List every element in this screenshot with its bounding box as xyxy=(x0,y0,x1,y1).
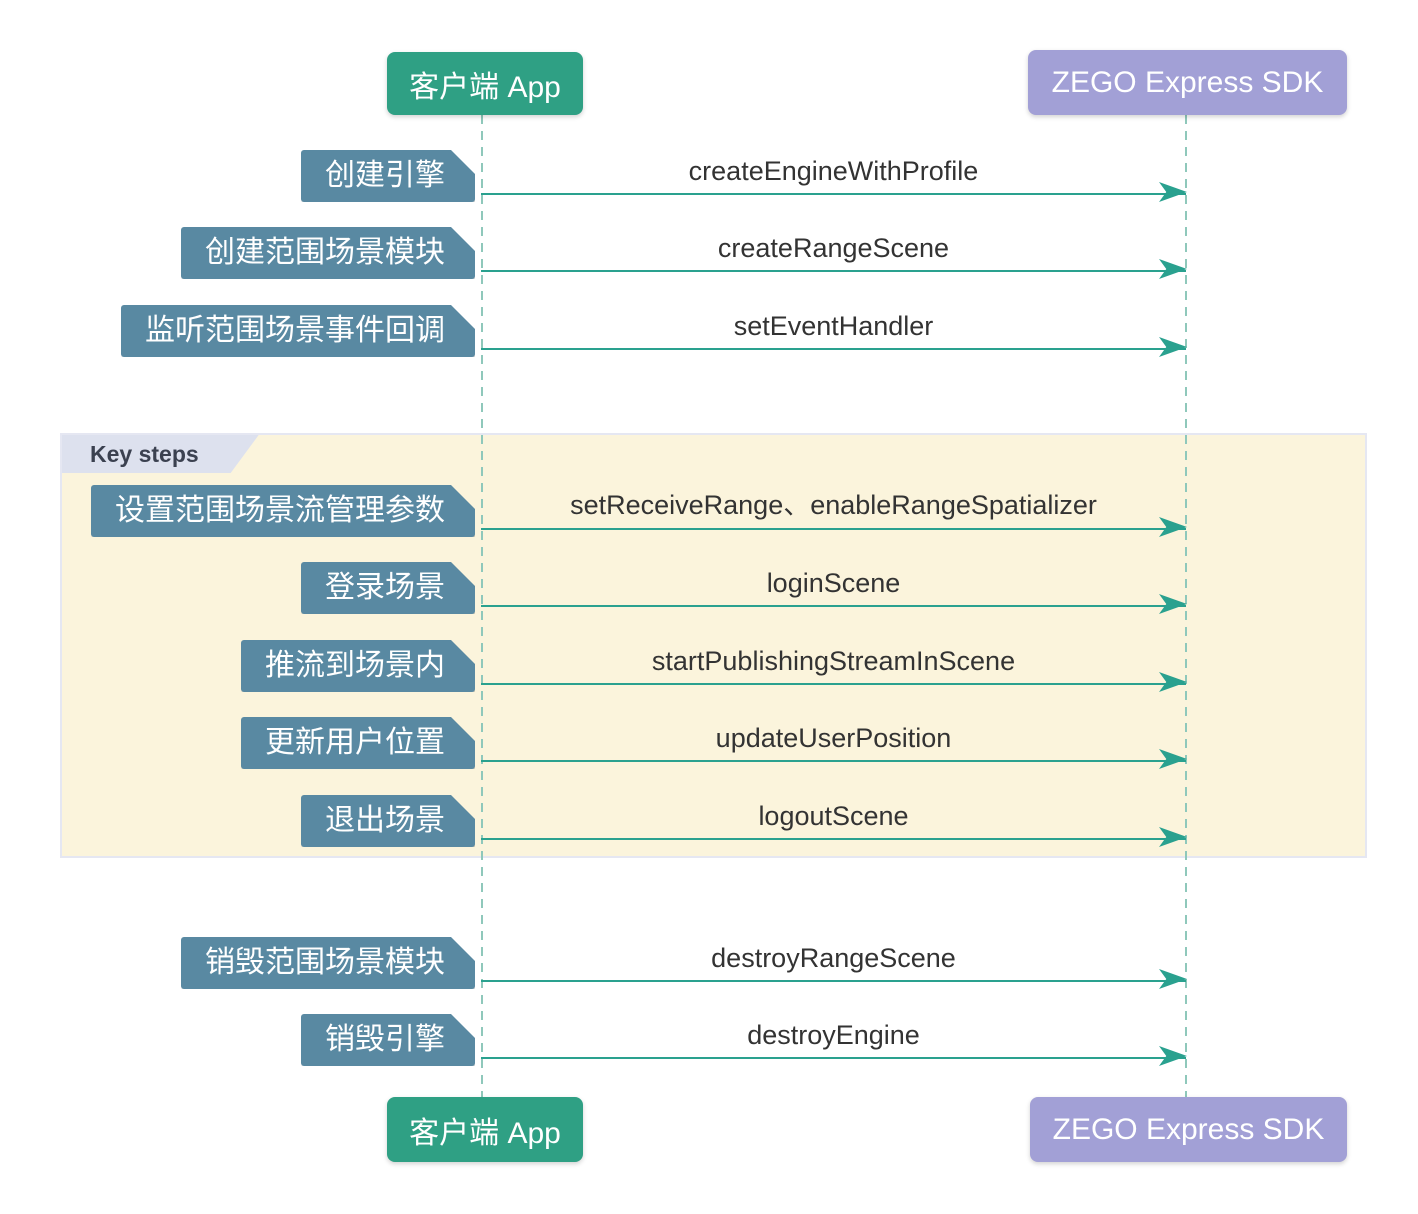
message-arrow: loginScene xyxy=(481,545,1187,614)
method-label: setReceiveRange、enableRangeSpatializer xyxy=(570,490,1097,520)
step-tag: 销毁范围场景模块 xyxy=(181,937,475,989)
method-label: createEngineWithProfile xyxy=(688,156,979,186)
method-label: updateUserPosition xyxy=(715,723,952,753)
method-label: createRangeScene xyxy=(717,233,950,263)
key-steps-label: Key steps xyxy=(62,435,259,473)
method-label: destroyRangeScene xyxy=(711,943,956,973)
step-tag: 设置范围场景流管理参数 xyxy=(91,485,475,537)
message-arrow: startPublishingStreamInScene xyxy=(481,623,1187,692)
step-tag: 销毁引擎 xyxy=(301,1014,475,1066)
lifeline-sdk xyxy=(1185,115,1187,1097)
message-arrow: destroyRangeScene xyxy=(481,920,1187,989)
step-tag: 推流到场景内 xyxy=(241,640,475,692)
step-tag: 监听范围场景事件回调 xyxy=(121,305,475,357)
method-label: destroyEngine xyxy=(747,1020,920,1050)
step-tag: 登录场景 xyxy=(301,562,475,614)
actor-box-sdk-bottom: ZEGO Express SDK xyxy=(1030,1097,1347,1162)
actor-box-client-bottom: 客户端 App xyxy=(387,1097,583,1162)
method-label: startPublishingStreamInScene xyxy=(651,646,1016,676)
message-arrow: setEventHandler xyxy=(481,288,1187,357)
step-tag: 创建引擎 xyxy=(301,150,475,202)
actor-box-client-top: 客户端 App xyxy=(387,52,583,115)
message-arrow: createEngineWithProfile xyxy=(481,133,1187,202)
message-arrow: logoutScene xyxy=(481,778,1187,847)
message-arrow: destroyEngine xyxy=(481,997,1187,1066)
message-arrow: updateUserPosition xyxy=(481,700,1187,769)
method-label: loginScene xyxy=(766,568,901,598)
message-arrow: setReceiveRange、enableRangeSpatializer xyxy=(481,468,1187,537)
actor-box-sdk-top: ZEGO Express SDK xyxy=(1028,50,1347,115)
step-tag: 更新用户位置 xyxy=(241,717,475,769)
step-tag: 退出场景 xyxy=(301,795,475,847)
method-label: logoutScene xyxy=(758,801,909,831)
step-tag: 创建范围场景模块 xyxy=(181,227,475,279)
message-arrow: createRangeScene xyxy=(481,210,1187,279)
method-label: setEventHandler xyxy=(733,311,934,341)
